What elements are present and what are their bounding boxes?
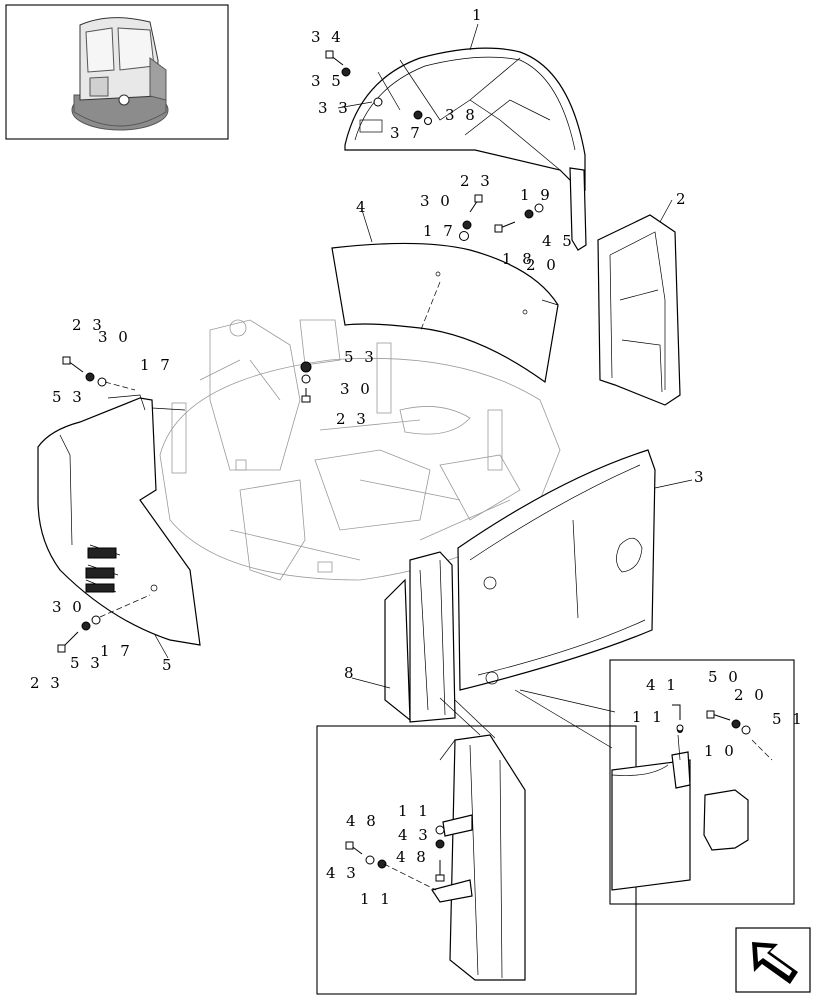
callout-23-b: 2 3 — [72, 316, 105, 334]
callout-43-b: 4 3 — [326, 864, 359, 882]
callout-30-c: 3 0 — [340, 380, 373, 398]
callout-labels: 1 2 3 4 5 8 3 4 3 5 3 3 3 7 3 8 2 3 3 0 … — [30, 6, 805, 908]
part-3-right-panel — [457, 449, 656, 691]
base-frame — [159, 319, 561, 581]
part-2-side-panel-frame — [597, 214, 681, 406]
callout-5: 5 — [162, 656, 175, 674]
callout-38: 3 8 — [445, 106, 478, 124]
callout-53-a: 5 3 — [52, 388, 85, 406]
part-1-rear-hood — [344, 47, 587, 251]
callout-30-a: 3 0 — [420, 192, 453, 210]
callout-17-b: 1 7 — [140, 356, 173, 374]
callout-11-c: 1 1 — [360, 890, 393, 908]
callout-53-b: 5 3 — [344, 348, 377, 366]
part-5-left-panel — [37, 394, 201, 646]
detail-box-latch — [609, 659, 795, 905]
callout-1: 1 — [472, 6, 485, 24]
machine-thumbnail — [71, 17, 169, 131]
leader-lines — [99, 23, 773, 891]
callout-11-b: 1 1 — [398, 802, 431, 820]
callout-19: 1 9 — [520, 186, 553, 204]
callout-30-b: 3 0 — [98, 328, 131, 346]
callout-43-a: 4 3 — [398, 826, 431, 844]
arrow-icon — [752, 942, 798, 984]
callout-17-c: 1 7 — [100, 642, 133, 660]
nav-arrow-button[interactable] — [735, 927, 811, 993]
callout-30-d: 3 0 — [52, 598, 85, 616]
callout-10: 1 0 — [704, 742, 737, 760]
callout-17-a: 1 7 — [423, 222, 456, 240]
callout-3: 3 — [694, 468, 707, 486]
callout-48-b: 4 8 — [396, 848, 429, 866]
callout-18: 1 8 — [502, 250, 535, 268]
callout-2: 2 — [676, 190, 689, 208]
callout-33: 3 3 — [318, 99, 351, 117]
part-4-curved-cover — [331, 242, 559, 384]
callout-50: 5 0 — [708, 668, 741, 686]
callout-23-d: 2 3 — [30, 674, 63, 692]
callout-8: 8 — [344, 664, 357, 682]
callout-45: 4 5 — [542, 232, 575, 250]
callout-53-c: 5 3 — [70, 654, 103, 672]
callout-34: 3 4 — [311, 28, 344, 46]
thumbnail-inset — [5, 4, 229, 140]
callout-11-a: 1 1 — [632, 708, 665, 726]
callout-4: 4 — [356, 198, 369, 216]
callout-23-a: 2 3 — [460, 172, 493, 190]
callout-20-a: 2 0 — [526, 256, 559, 274]
callout-23-c: 2 3 — [336, 410, 369, 428]
callout-37: 3 7 — [390, 124, 423, 142]
callout-41: 4 1 — [646, 676, 679, 694]
callout-48-a: 4 8 — [346, 812, 379, 830]
hardware-group — [57, 50, 751, 882]
callout-35: 3 5 — [311, 72, 344, 90]
detail-box-post — [316, 725, 637, 995]
callout-51: 5 1 — [772, 710, 805, 728]
callout-20-b: 2 0 — [734, 686, 767, 704]
part-8-trim-post — [384, 551, 456, 723]
